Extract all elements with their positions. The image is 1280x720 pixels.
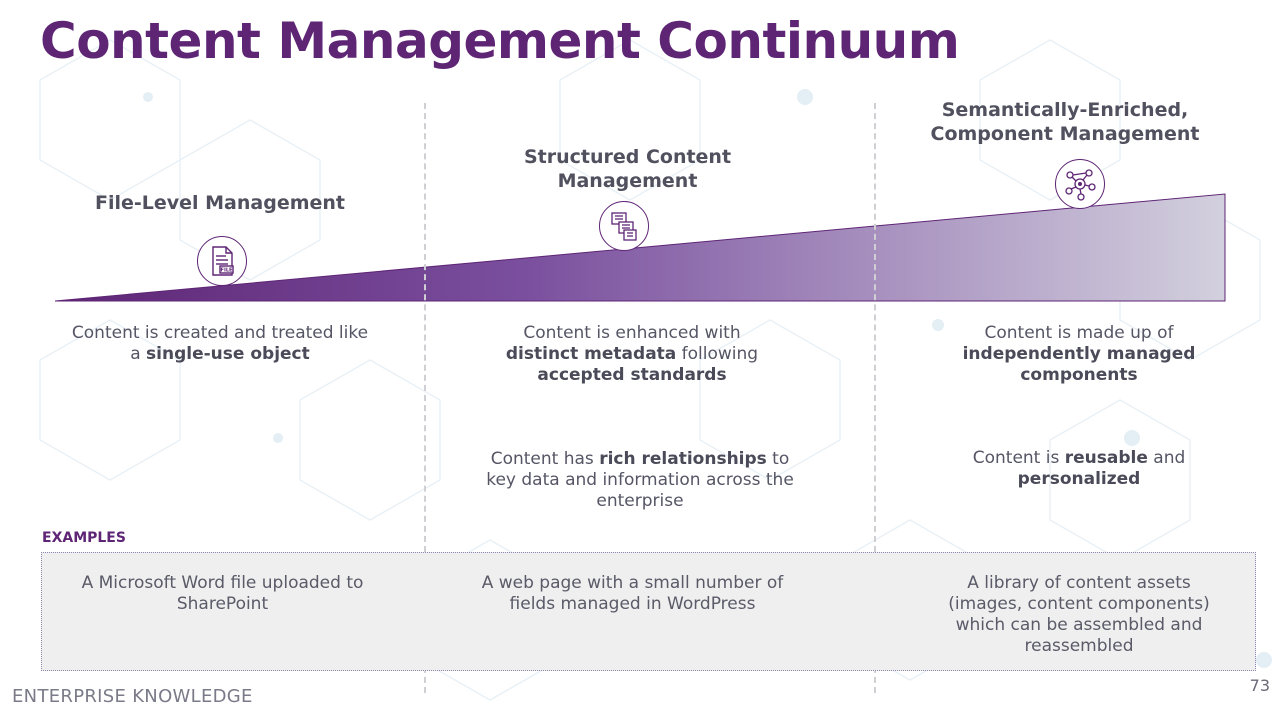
page-title: Content Management Continuum <box>40 12 960 70</box>
column-heading-structured: Structured Content Management <box>523 146 732 192</box>
examples-panel <box>41 552 1256 671</box>
column-2-description-2: Content has rich relationships to key da… <box>486 449 794 511</box>
example-semantic: A library of content assets (images, con… <box>948 573 1210 656</box>
examples-label: EXAMPLES <box>42 530 126 546</box>
column-3-description-2: Content is reusable and personalized <box>972 448 1186 489</box>
column-divider-2 <box>874 103 876 693</box>
column-heading-file-level: File-Level Management <box>94 192 346 214</box>
example-structured: A web page with a small number of fields… <box>481 573 784 614</box>
column-heading-semantic: Semantically-Enriched, Component Managem… <box>930 99 1200 145</box>
structured-content-icon <box>599 201 649 251</box>
column-3-description-1: Content is made up of independently mana… <box>962 323 1196 385</box>
svg-text:FILE: FILE <box>221 268 233 274</box>
column-1-description-1: Content is created and treated like a si… <box>71 323 369 364</box>
footer-brand: ENTERPRISE KNOWLEDGE <box>12 686 253 707</box>
example-file-level: A Microsoft Word file uploaded to ShareP… <box>81 573 364 614</box>
column-divider-1 <box>424 103 426 693</box>
file-icon: FILE <box>197 236 247 286</box>
semantic-network-icon <box>1055 159 1105 209</box>
page-number: 73 <box>1249 676 1270 695</box>
column-2-description-1: Content is enhanced with distinct metada… <box>505 323 759 385</box>
